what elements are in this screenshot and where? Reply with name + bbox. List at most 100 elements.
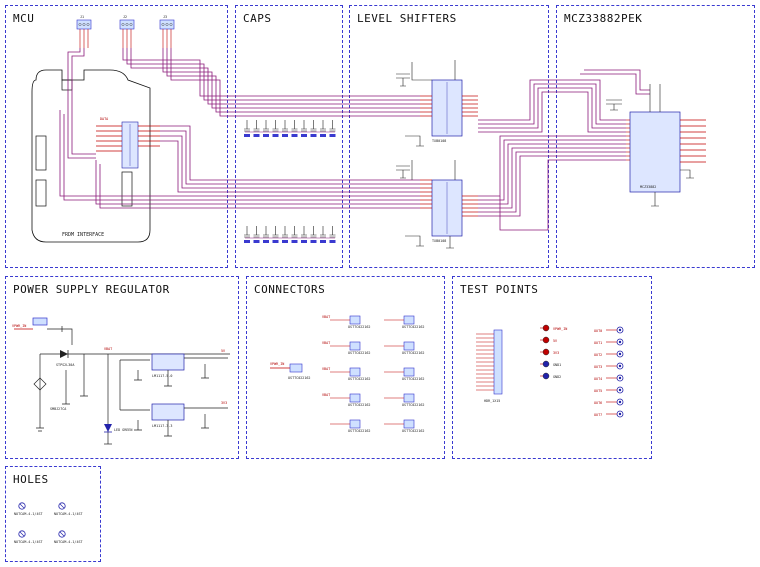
level-shifter-top-ic [431, 79, 463, 137]
frdm-interface-label: FRDM INTERFACE [62, 232, 104, 238]
capacitor-ground [291, 240, 298, 243]
capacitor-ground [253, 240, 260, 243]
tp-out7-label: OUT7 [594, 413, 602, 417]
output-test-point-core [618, 328, 622, 332]
connector-vpwr-label: VPWR_IN [270, 362, 284, 366]
mcz-support [606, 84, 694, 207]
tp-out1-label: OUT1 [594, 341, 602, 345]
capacitor-symbol [301, 226, 307, 238]
power-led-label: LED GREEN [114, 428, 132, 432]
capacitor-symbol [282, 120, 288, 132]
mcz-output-nets [680, 119, 706, 163]
power-tvs-label: SMBJ27CA [50, 407, 66, 411]
level-shifter-bottom-label: TXB0108 [432, 239, 446, 243]
capacitor-symbol [291, 120, 298, 132]
capacitor-symbol [253, 120, 260, 132]
mcu-header-j3-label: J3 [163, 15, 167, 19]
holes-group [18, 502, 66, 538]
conn-vbat-2: VBAT [322, 341, 330, 345]
conn-part-6: OSTTC022162 [402, 325, 424, 329]
power-vbat-label: VBAT [104, 347, 112, 351]
capacitor-ground [329, 134, 336, 137]
test-points-block: TEST POINTS [452, 276, 652, 459]
capacitor-symbol [244, 120, 250, 132]
capacitor-ground [282, 240, 288, 243]
capacitor-symbol [291, 226, 298, 238]
output-test-point-core [618, 388, 622, 392]
mounting-hole-mark [59, 503, 65, 509]
capacitor-ground [329, 240, 336, 243]
tp-header-nets [476, 333, 494, 391]
mcu-header-nets [79, 29, 172, 48]
level-shifter-top-label: TXB0108 [432, 139, 446, 143]
capacitor-symbol [244, 226, 250, 238]
capacitor-ground [310, 134, 317, 137]
capacitor-symbol [272, 120, 279, 132]
tp-out2-label: OUT2 [594, 353, 602, 357]
capacitor-ground [320, 240, 326, 243]
caps-top-group [244, 120, 336, 137]
connector-grid [330, 315, 415, 429]
tp-out0-label: OUT0 [594, 329, 602, 333]
capacitor-ground [244, 240, 250, 243]
output-test-point-core [618, 400, 622, 404]
level-shifters-block: LEVEL SHIFTERS [349, 5, 549, 268]
capacitor-symbol [301, 120, 307, 132]
caps-bottom-group [244, 226, 336, 243]
capacitor-ground [291, 134, 298, 137]
power-block: POWER SUPPLY REGULATOR [5, 276, 239, 459]
capacitor-ground [253, 134, 260, 137]
capacitor-symbol [320, 226, 326, 238]
level-shifter-nets [420, 95, 478, 217]
mcu-header-j2-label: J2 [123, 15, 127, 19]
power-block-title: POWER SUPPLY REGULATOR [13, 283, 170, 296]
conn-part-5: OSTTC022162 [348, 429, 370, 433]
capacitor-ground [263, 240, 269, 243]
capacitor-ground [272, 134, 279, 137]
power-reg2-label: LM1117-3.3 [152, 424, 172, 428]
mcz-ic-label: MCZ33882 [640, 185, 656, 189]
power-reg2 [134, 403, 228, 437]
capacitor-ground [310, 240, 317, 243]
power-3v3-label: 3V3 [221, 401, 227, 405]
tp-label-3v3: 3V3 [553, 351, 559, 355]
tp-points-group [540, 324, 550, 380]
capacitor-symbol [272, 226, 279, 238]
test-points-block-title: TEST POINTS [460, 283, 539, 296]
mcu-header-j3 [159, 19, 175, 30]
capacitor-ground [263, 134, 269, 137]
capacitor-symbol [320, 120, 326, 132]
capacitor-symbol [282, 226, 288, 238]
hole-label-3: NOTCAM-4-1/4ST [14, 540, 43, 544]
mcz-ic [629, 111, 681, 193]
connectors-block: CONNECTORS [246, 276, 445, 459]
conn-part-9: OSTTC022162 [402, 403, 424, 407]
conn-part-8: OSTTC022162 [402, 377, 424, 381]
mcu-header-j1-label: J1 [80, 15, 84, 19]
capacitor-symbol [253, 226, 260, 238]
tp-out5-label: OUT5 [594, 389, 602, 393]
tp-label-5v: 5V [553, 339, 557, 343]
tp-out6-label: OUT6 [594, 401, 602, 405]
holes-block-title: HOLES [13, 473, 49, 486]
conn-vbat-4: VBAT [322, 393, 330, 397]
level-shifter-caps [396, 60, 456, 249]
power-diode [60, 350, 69, 358]
tp-out3-label: OUT3 [594, 365, 602, 369]
mcz-block-title: MCZ33882PEK [564, 12, 643, 25]
power-reg1 [134, 353, 228, 387]
hole-label-4: NOTCAM-4-1/4ST [54, 540, 83, 544]
power-tvs [33, 370, 70, 405]
mcu-connector-nets [96, 125, 160, 152]
conn-part-2: OSTTC022162 [348, 351, 370, 355]
conn-part-4: OSTTC022162 [348, 403, 370, 407]
mcu-routing [59, 48, 420, 209]
tp-outputs-group [606, 326, 624, 418]
power-input-label: VPWR_IN [12, 324, 26, 328]
output-test-point-core [618, 364, 622, 368]
capacitor-ground [272, 240, 279, 243]
mcu-net-label: DATA [100, 117, 108, 121]
mounting-hole-mark [59, 531, 65, 537]
